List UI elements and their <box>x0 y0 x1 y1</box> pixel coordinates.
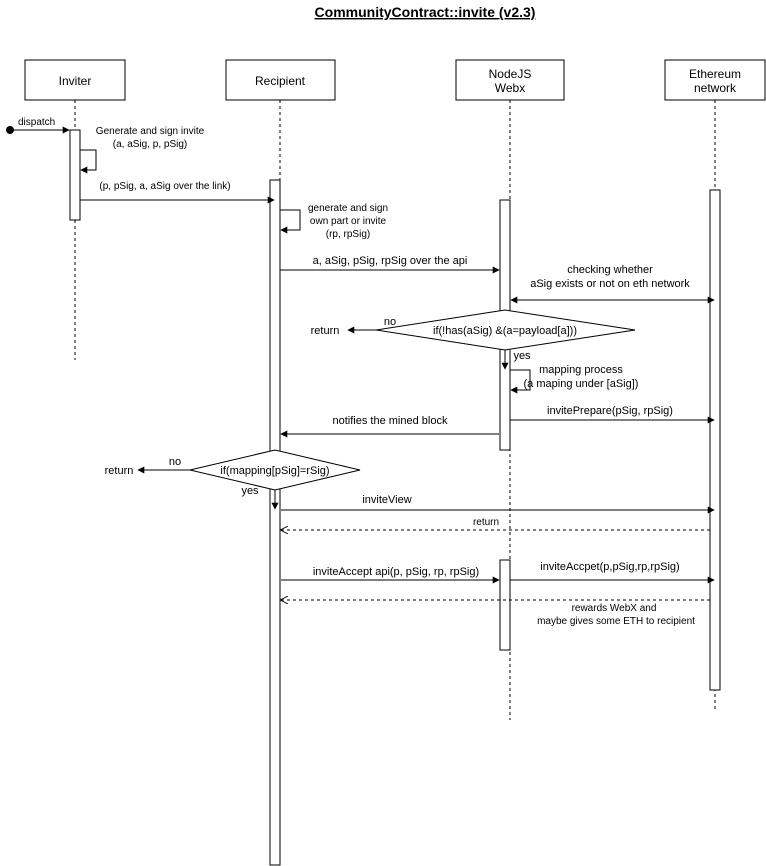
participant-webx-label-1: NodeJS <box>489 67 532 81</box>
notifies-label: notifies the mined block <box>333 415 448 427</box>
activation-inviter <box>69 129 81 221</box>
participant-ethereum-label-2: network <box>694 81 737 95</box>
api-message-label: a, aSig, pSig, rpSig over the api <box>313 255 468 267</box>
participant-recipient: Recipient <box>225 59 336 101</box>
link-message: (p, pSig, a, aSig over the link) <box>80 181 275 204</box>
recipient-no-label: no <box>169 456 181 468</box>
invite-view-label: inviteView <box>362 494 411 506</box>
own-part-label-2: own part or invite <box>310 216 387 227</box>
checking-label-1: checking whether <box>567 264 653 276</box>
return-label: return <box>473 517 499 528</box>
notifies-message: notifies the mined block <box>280 415 499 438</box>
inviter-self-message: Generate and sign invite (a, aSig, p, pS… <box>80 126 205 174</box>
webx-decision: if(!has(aSig) &(a=payload[a])) no return… <box>311 309 636 370</box>
webx-yes-label: yes <box>513 350 531 362</box>
api-message: a, aSig, pSig, rpSig over the api <box>280 255 500 274</box>
recipient-return-label: return <box>105 465 134 477</box>
checking-label-2: aSig exists or not on eth network <box>530 278 690 290</box>
dispatch-message: dispatch <box>6 117 70 134</box>
participant-ethereum: Ethereum network <box>664 59 766 101</box>
recipient-decision: if(mapping[pSig]=rSig) no return yes <box>105 449 361 510</box>
recipient-yes-label: yes <box>241 485 259 497</box>
participant-webx: NodeJS Webx <box>455 59 565 101</box>
mapping-label-1: mapping process <box>539 364 623 376</box>
participant-inviter-label: Inviter <box>59 74 92 88</box>
invite-accpet-message: inviteAccpet(p,pSig,rp,rpSig) <box>510 561 715 584</box>
webx-return-label: return <box>311 325 340 337</box>
rewards-message: rewards WebX and maybe gives some ETH to… <box>281 600 710 627</box>
webx-no-label: no <box>384 316 396 328</box>
webx-condition-label: if(!has(aSig) &(a=payload[a])) <box>433 325 577 337</box>
activation-ethereum <box>709 189 721 691</box>
generate-invite-label-1: Generate and sign invite <box>96 126 205 137</box>
invite-prepare-label: invitePrepare(pSig, rpSig) <box>547 405 673 417</box>
invite-view-message: inviteView <box>281 494 715 514</box>
rewards-label-2: maybe gives some ETH to recipient <box>537 616 695 627</box>
rewards-label-1: rewards WebX and <box>572 603 657 614</box>
invite-accept-api-label: inviteAccept api(p, pSig, rp, rpSig) <box>313 566 479 578</box>
participant-webx-label-2: Webx <box>495 81 525 95</box>
mapping-label-2: (a maping under [aSig]) <box>524 378 639 390</box>
generate-invite-label-2: (a, aSig, p, pSig) <box>113 139 187 150</box>
activation-recipient <box>269 179 281 866</box>
checking-message: checking whether aSig exists or not on e… <box>510 264 715 304</box>
invite-accept-api-message: inviteAccept api(p, pSig, rp, rpSig) <box>281 566 500 584</box>
return-message: return <box>281 517 710 530</box>
diagram-title: CommunityContract::invite (v2.3) <box>315 4 536 20</box>
lifelines <box>74 100 716 865</box>
own-part-label-3: (rp, rpSig) <box>326 229 370 240</box>
invite-prepare-message: invitePrepare(pSig, rpSig) <box>510 405 715 424</box>
participant-recipient-label: Recipient <box>255 74 306 88</box>
participant-inviter: Inviter <box>24 59 126 101</box>
activation-webx-2 <box>499 559 511 651</box>
dispatch-label: dispatch <box>18 117 55 128</box>
link-message-label: (p, pSig, a, aSig over the link) <box>99 181 230 192</box>
own-part-label-1: generate and sign <box>308 203 388 214</box>
recipient-self-message: generate and sign own part or invite (rp… <box>280 203 388 240</box>
participant-ethereum-label-1: Ethereum <box>689 67 741 81</box>
invite-accpet-label: inviteAccpet(p,pSig,rp,rpSig) <box>540 561 679 573</box>
mapping-self-message: mapping process (a maping under [aSig]) <box>510 364 639 394</box>
recipient-condition-label: if(mapping[pSig]=rSig) <box>220 465 329 477</box>
